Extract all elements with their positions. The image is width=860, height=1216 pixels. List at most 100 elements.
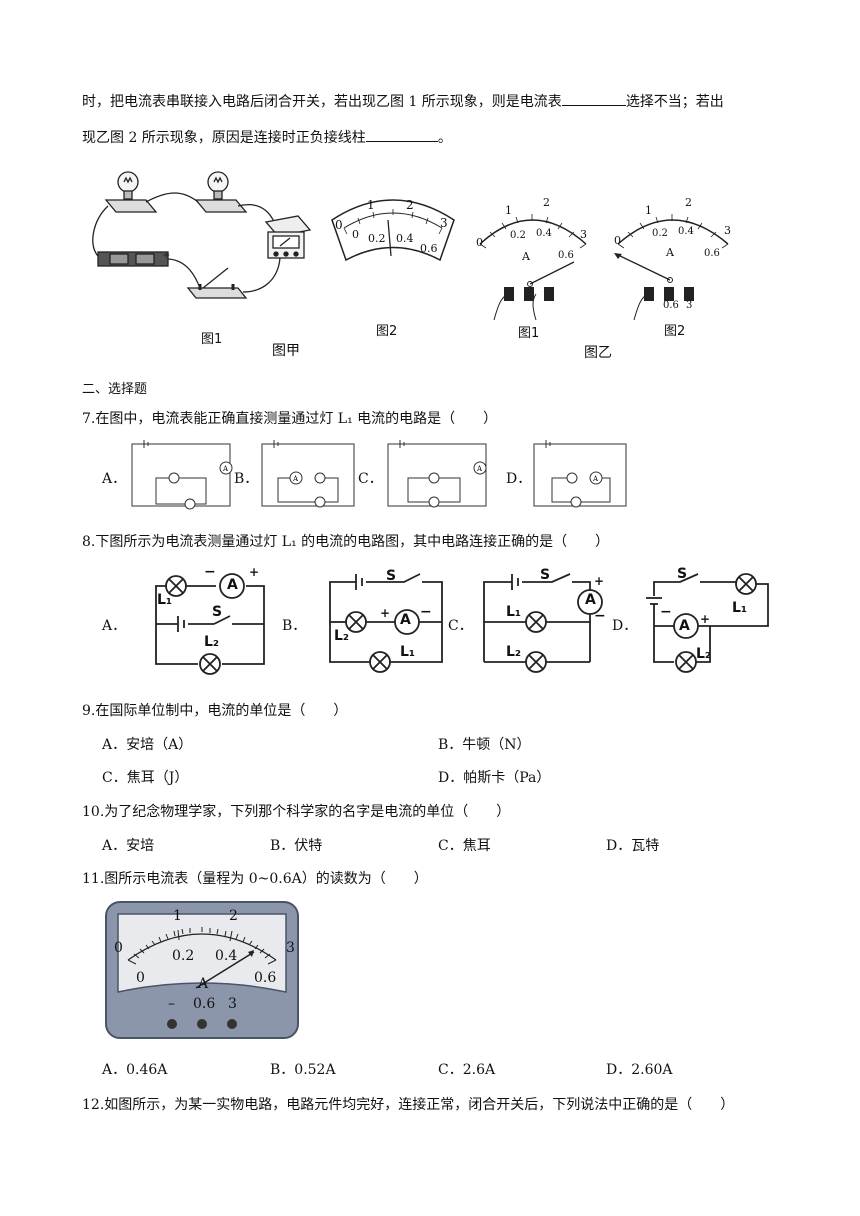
switch-label: S [677, 566, 688, 582]
fig-jia-caption: 图甲 [272, 343, 300, 359]
lamp-label: L₂ [204, 634, 220, 650]
q9-option-a[interactable]: A．安培（A） [102, 737, 193, 753]
meter-unit: A [666, 246, 674, 259]
plus-sign: + [594, 574, 605, 588]
q7-stem: 7.在图中，电流表能正确直接测量通过灯 L₁ 电流的电路是（ ） [82, 411, 498, 427]
q10-option-b[interactable]: B．伏特 [270, 838, 323, 854]
q7-circuit-b: A [258, 438, 358, 512]
fig-yi-1-meter [474, 192, 594, 322]
q7-option-a[interactable]: A． [102, 471, 127, 487]
q8-circuit-c [478, 570, 604, 678]
meter-mark: 0 [352, 228, 359, 241]
svg-text:+: + [162, 250, 170, 261]
q8-option-b[interactable]: B． [282, 618, 307, 634]
q8-circuit-a [150, 566, 270, 676]
meter-mark: 3 [286, 940, 295, 956]
svg-text:A: A [222, 465, 229, 473]
meter-mark: 0.4 [536, 228, 552, 239]
fig-yi-2-meter [612, 192, 736, 322]
meter-mark: 2 [543, 196, 550, 209]
terminal-label: 3 [686, 300, 693, 311]
meter-mark: 0 [476, 236, 483, 249]
fig-yi-1-label: 图1 [518, 326, 540, 341]
q7-option-d[interactable]: D． [506, 471, 532, 487]
meter-mark: 1 [367, 198, 375, 212]
q10-option-a[interactable]: A．安培 [102, 838, 155, 854]
meter-mark: 0.4 [396, 232, 414, 245]
q11-option-a[interactable]: A．0.46A [102, 1062, 168, 1078]
q7-circuit-a: A [126, 438, 236, 512]
switch-label: S [212, 604, 223, 620]
q11-option-d[interactable]: D．2.60A [606, 1062, 673, 1078]
fig-yi-caption: 图乙 [584, 345, 612, 361]
q8-option-a[interactable]: A． [102, 618, 127, 634]
q10-option-d[interactable]: D．瓦特 [606, 838, 660, 854]
q6-line-1: 时，把电流表串联接入电路后闭合开关，若出现乙图 1 所示现象，则是电流表 选择不当… [82, 91, 724, 111]
q8-option-c[interactable]: C． [448, 618, 473, 634]
fig-jia-1-label: 图1 [201, 332, 223, 347]
meter-mark: 3 [580, 228, 587, 241]
terminal-label: 3 [228, 996, 237, 1012]
meter-mark: 3 [440, 216, 448, 230]
q9-stem: 9.在国际单位制中，电流的单位是（ ） [82, 703, 348, 719]
svg-text:A: A [476, 465, 483, 473]
meter-mark: 1 [645, 204, 652, 217]
meter-mark: 0 [335, 218, 343, 232]
lamp-label: L₂ [696, 646, 712, 662]
meter-unit: A [522, 250, 530, 263]
minus-sign: − [594, 608, 606, 624]
meter-mark: 0.2 [172, 948, 195, 964]
fig-jia-2-meter [328, 190, 458, 270]
q9-option-b[interactable]: B．牛顿（N） [438, 737, 531, 753]
terminal-label: 0.6 [663, 300, 679, 311]
meter-mark: 2 [229, 908, 238, 924]
q11-option-c[interactable]: C．2.6A [438, 1062, 496, 1078]
meter-mark: 1 [173, 908, 182, 924]
meter-mark: 0.2 [652, 228, 668, 239]
q11-stem: 11.图所示电流表（量程为 0~0.6A）的读数为（ ） [82, 871, 428, 887]
meter-mark: 0.4 [678, 226, 694, 237]
q8-circuit-d [640, 570, 772, 678]
ammeter-label: A [227, 577, 238, 593]
lamp-label: L₂ [506, 644, 522, 660]
lamp-label: L₁ [732, 600, 748, 616]
meter-unit: A [198, 976, 209, 992]
q6-text: 选择不当；若出 [625, 94, 724, 110]
meter-mark: 0.6 [254, 970, 277, 986]
meter-mark: 0.2 [510, 230, 526, 241]
plus-sign: + [700, 612, 711, 626]
ammeter-label: A [400, 612, 411, 628]
meter-mark: 0.2 [368, 232, 386, 245]
q7-circuit-d: A [530, 438, 630, 512]
plus-sign: + [380, 606, 391, 620]
q9-option-d[interactable]: D．帕斯卡（Pa） [438, 770, 551, 786]
q8-circuit-b [326, 570, 446, 678]
answer-blank-polarity[interactable] [365, 127, 438, 142]
q7-option-b[interactable]: B． [234, 471, 259, 487]
fig-jia-1-circuit: + [88, 160, 318, 310]
minus-sign: − [660, 604, 672, 620]
minus-sign: − [204, 564, 216, 580]
q8-option-d[interactable]: D． [612, 618, 638, 634]
meter-mark: 1 [505, 204, 512, 217]
meter-mark: 0.6 [420, 242, 438, 255]
meter-mark: 0 [114, 940, 123, 956]
meter-mark: 3 [724, 224, 731, 237]
meter-mark: 2 [685, 196, 692, 209]
q6-text: 现乙图 2 所示现象，原因是连接时正负接线柱 [82, 130, 366, 146]
plus-sign: + [249, 565, 260, 579]
q11-option-b[interactable]: B．0.52A [270, 1062, 336, 1078]
ammeter-label: A [585, 592, 596, 608]
meter-mark: 0 [136, 970, 145, 986]
fig-yi-2-label: 图2 [664, 324, 686, 339]
q10-option-c[interactable]: C．焦耳 [438, 838, 491, 854]
q6-text: 时，把电流表串联接入电路后闭合开关，若出现乙图 1 所示现象，则是电流表 [82, 94, 562, 110]
q9-option-c[interactable]: C．焦耳（J） [102, 770, 189, 786]
lamp-label: L₁ [157, 592, 173, 608]
q7-option-c[interactable]: C． [358, 471, 383, 487]
svg-text:A: A [292, 475, 299, 483]
svg-text:A: A [592, 475, 599, 483]
answer-blank-range[interactable] [561, 91, 626, 106]
lamp-label: L₁ [400, 644, 416, 660]
meter-mark: 0.6 [558, 250, 574, 261]
